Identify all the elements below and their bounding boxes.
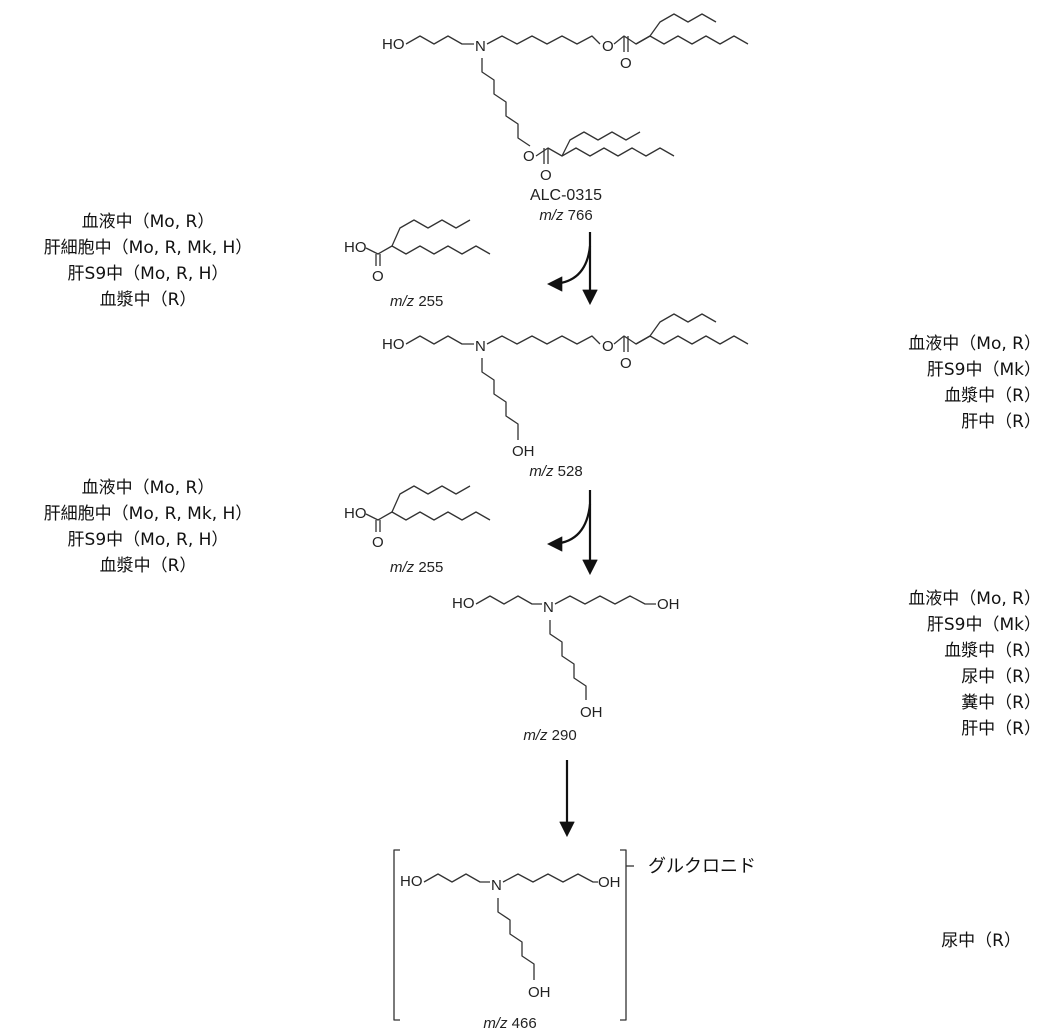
bond-chain: [613, 35, 749, 45]
bond-chain: [423, 873, 490, 883]
mz-label: m/z 766: [539, 207, 592, 224]
atom-oh: OH: [512, 443, 535, 460]
metabolite-466-sites: 尿中（R）: [821, 928, 1021, 954]
atom-n: N: [543, 599, 554, 616]
bond-chain: [481, 358, 519, 440]
atom-oh: OH: [580, 704, 603, 721]
atom-ho: HO: [382, 336, 405, 353]
site-label: 肝S9中（Mk）: [926, 615, 1041, 635]
metabolite-528-sites: 血液中（Mo, R） 肝S9中（Mk） 血漿中（R） 肝中（R）: [821, 331, 1041, 435]
bond-chain: [391, 219, 471, 247]
atom-o: O: [523, 148, 535, 165]
site-label: 血漿中（R）: [944, 641, 1041, 661]
atom-o: O: [602, 338, 614, 355]
atom-o: O: [602, 38, 614, 55]
bond-chain: [635, 13, 717, 45]
bond-chain: [613, 335, 749, 345]
atom-n: N: [491, 877, 502, 894]
bond-chain: [497, 898, 535, 980]
bond-chain: [635, 313, 717, 345]
mz-label: m/z 528: [529, 463, 582, 480]
bond-chain: [486, 335, 601, 345]
released-acid-2-structure: HO O m/z 255: [344, 485, 491, 576]
compound-name: ALC-0315: [530, 187, 602, 204]
bond-chain: [365, 245, 491, 255]
bond-chain: [391, 485, 471, 513]
atom-n: N: [475, 338, 486, 355]
bond-chain: [561, 131, 641, 157]
atom-ho: HO: [452, 595, 475, 612]
reaction-arrow-1: [546, 232, 598, 306]
site-label: 尿中（R）: [941, 931, 1021, 951]
site-label: 血液中（Mo, R）: [908, 334, 1041, 354]
mz-label: m/z 466: [483, 1015, 536, 1032]
site-label: 肝S9中（Mo, R, H）: [67, 264, 229, 284]
atom-o: O: [372, 268, 384, 285]
atom-o: O: [540, 167, 552, 184]
site-label: 肝中（R）: [961, 719, 1041, 739]
site-label: 血液中（Mo, R）: [81, 212, 215, 232]
site-label: 肝S9中（Mk）: [926, 360, 1041, 380]
atom-o: O: [620, 55, 632, 72]
curved-arrow: [546, 503, 592, 552]
right-bracket: [620, 849, 627, 1021]
atom-oh: OH: [657, 596, 680, 613]
bond-chain: [405, 335, 474, 345]
metabolite-528-structure: HO N O O OH m/z 528: [382, 313, 749, 480]
site-label: 肝細胞中（Mo, R, Mk, H）: [43, 238, 253, 258]
step1-acid-sites: 血液中（Mo, R） 肝細胞中（Mo, R, Mk, H） 肝S9中（Mo, R…: [6, 209, 290, 313]
metabolite-290-sites: 血液中（Mo, R） 肝S9中（Mk） 血漿中（R） 尿中（R） 糞中（R） 肝…: [821, 586, 1041, 742]
site-label: 肝S9中（Mo, R, H）: [67, 530, 229, 550]
atom-n: N: [475, 38, 486, 55]
reaction-arrow-2: [546, 490, 598, 576]
site-label: 血液中（Mo, R）: [81, 478, 215, 498]
bond-chain: [535, 147, 675, 157]
bond-chain: [486, 35, 601, 45]
atom-o: O: [372, 534, 384, 551]
step2-acid-sites: 血液中（Mo, R） 肝細胞中（Mo, R, Mk, H） 肝S9中（Mo, R…: [6, 475, 290, 579]
mz-label: m/z 255: [390, 559, 443, 576]
curved-arrow: [546, 245, 592, 292]
bond-chain: [554, 595, 656, 605]
metabolite-290-structure: HO N OH OH m/z 290: [452, 595, 680, 744]
mz-label: m/z 290: [523, 727, 576, 744]
atom-ho: HO: [400, 873, 423, 890]
bond-chain: [365, 511, 491, 521]
glucuronide-466-structure: HO N OH OH m/z 466: [393, 849, 634, 1032]
atom-ho: HO: [382, 36, 405, 53]
bond-chain: [481, 58, 531, 147]
released-acid-1-structure: HO O m/z 255: [344, 219, 491, 310]
bond-chain: [475, 595, 542, 605]
site-label: 血液中（Mo, R）: [908, 589, 1041, 609]
atom-oh: OH: [528, 984, 551, 1001]
alc-0315-structure: HO N O O O O ALC-0315 m/z 766: [382, 13, 749, 224]
site-label: 血漿中（R）: [99, 290, 197, 310]
site-label: 血漿中（R）: [99, 556, 197, 576]
atom-ho: HO: [344, 505, 367, 522]
mz-label: m/z 255: [390, 293, 443, 310]
site-label: 尿中（R）: [961, 667, 1041, 687]
site-label: 糞中（R）: [961, 693, 1041, 713]
atom-oh: OH: [598, 874, 621, 891]
bond-chain: [502, 873, 598, 883]
atom-ho: HO: [344, 239, 367, 256]
glucuronide-label: グルクロニド: [648, 856, 756, 877]
atom-o: O: [620, 355, 632, 372]
left-bracket: [393, 849, 400, 1021]
bond-chain: [405, 35, 474, 45]
site-label: 肝中（R）: [961, 412, 1041, 432]
bond-chain: [549, 620, 587, 700]
site-label: 血漿中（R）: [944, 386, 1041, 406]
site-label: 肝細胞中（Mo, R, Mk, H）: [43, 504, 253, 524]
